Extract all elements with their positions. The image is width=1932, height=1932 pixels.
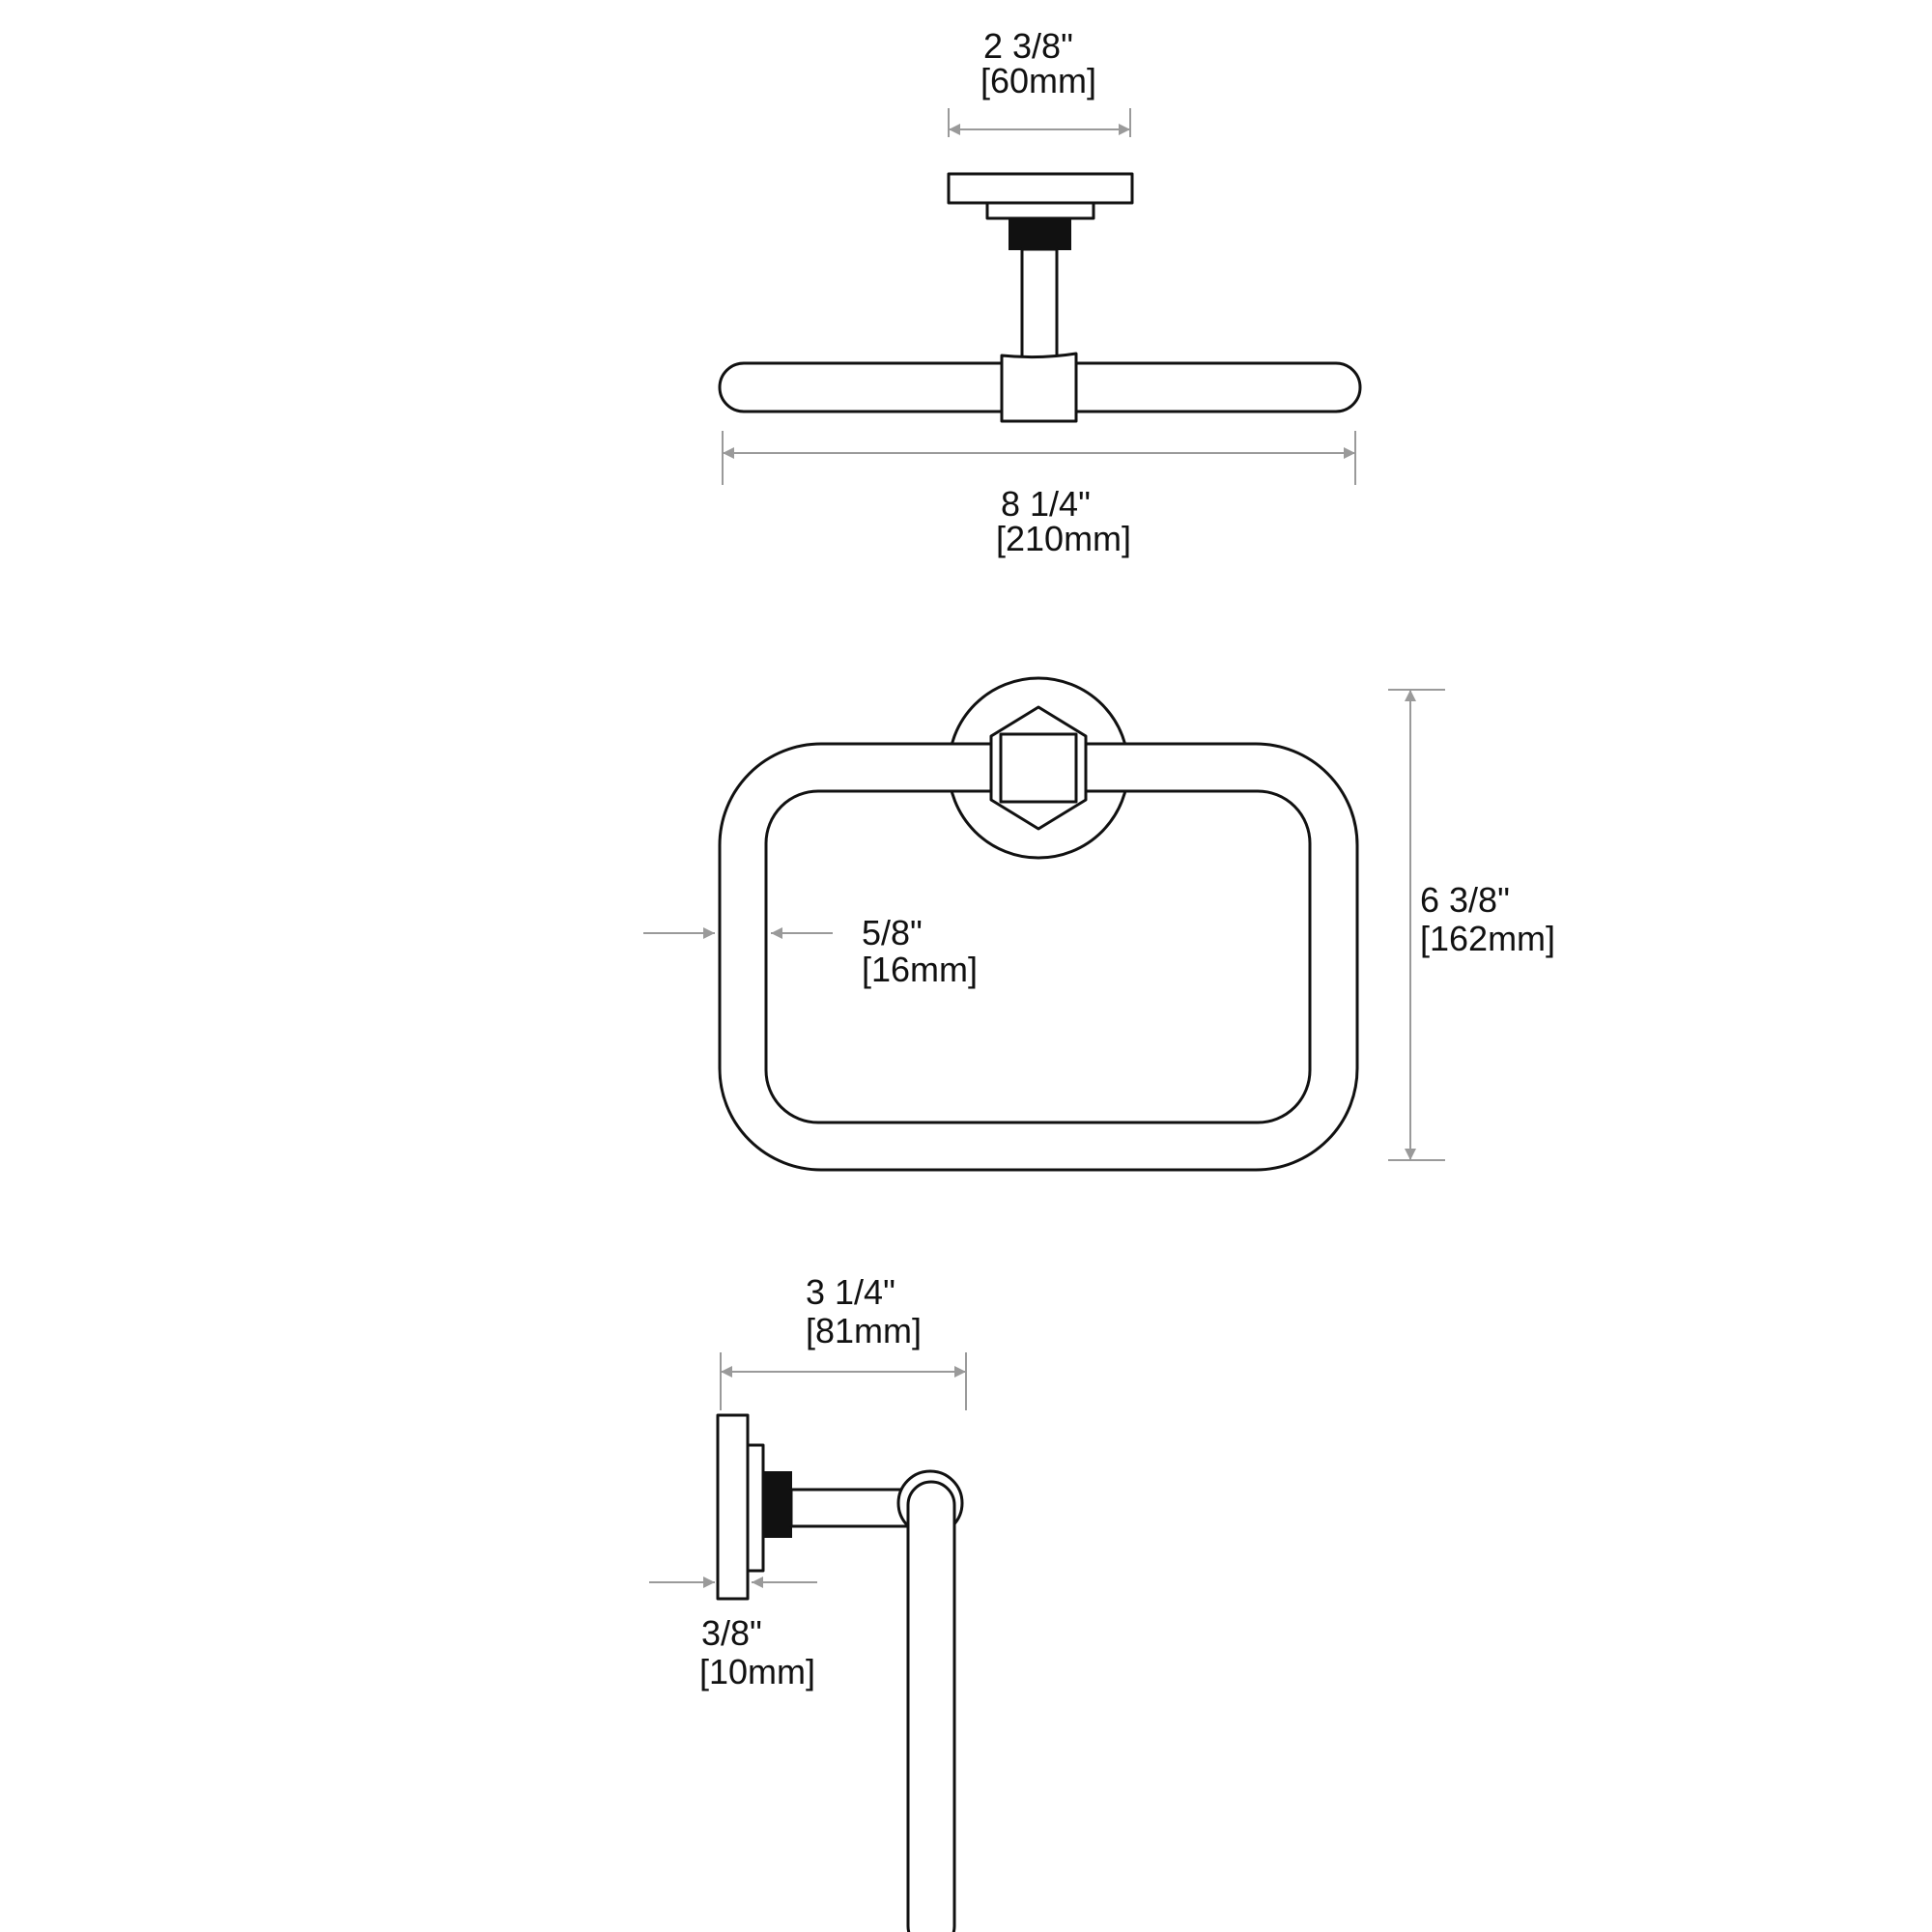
ring-profile-side (906, 1480, 956, 1932)
overall-width-dimension: 8 1/4" [210mm] (722, 431, 1356, 558)
flange-thickness-inch-label: 3/8" (701, 1613, 762, 1653)
threaded-nut-top (1009, 217, 1071, 250)
support-post-side (789, 1488, 911, 1528)
ring-thickness-dimension: 5/8" [16mm] (643, 913, 978, 989)
flange-thickness-dimension: 3/8" [10mm] (649, 1577, 817, 1691)
towel-ring (718, 742, 1359, 1172)
plate-collar-side (746, 1443, 765, 1573)
center-hub-top (1000, 352, 1078, 423)
side-view: 3 1/4" [81mm] 3/8" [10mm] (649, 1272, 967, 1932)
front-view: 5/8" [16mm] 6 3/8" [162mm] (643, 676, 1555, 1172)
flange-width-inch-label: 2 3/8" (983, 26, 1073, 66)
square-hub (999, 732, 1078, 804)
projection-mm-label: [81mm] (806, 1311, 922, 1350)
wall-plate-top (947, 172, 1134, 205)
plate-collar-top (985, 201, 1095, 220)
flange-thickness-mm-label: [10mm] (699, 1652, 815, 1691)
support-post-top (1020, 247, 1059, 359)
flange-width-mm-label: [60mm] (980, 61, 1096, 100)
ring-thickness-inch-label: 5/8" (862, 913, 923, 952)
overall-height-dimension: 6 3/8" [162mm] (1388, 689, 1555, 1161)
overall-height-mm-label: [162mm] (1420, 919, 1555, 958)
overall-width-mm-label: [210mm] (996, 519, 1131, 558)
wall-plate-side (716, 1413, 750, 1601)
ring-thickness-mm-label: [16mm] (862, 950, 978, 989)
projection-inch-label: 3 1/4" (806, 1272, 895, 1312)
top-view: 2 3/8" [60mm] 8 1/4" [210mm] (718, 26, 1362, 558)
threaded-nut-side (762, 1471, 792, 1538)
overall-height-inch-label: 6 3/8" (1420, 880, 1510, 920)
flange-width-dimension: 2 3/8" [60mm] (948, 26, 1131, 137)
projection-dimension: 3 1/4" [81mm] (720, 1272, 967, 1410)
overall-width-inch-label: 8 1/4" (1001, 484, 1091, 524)
